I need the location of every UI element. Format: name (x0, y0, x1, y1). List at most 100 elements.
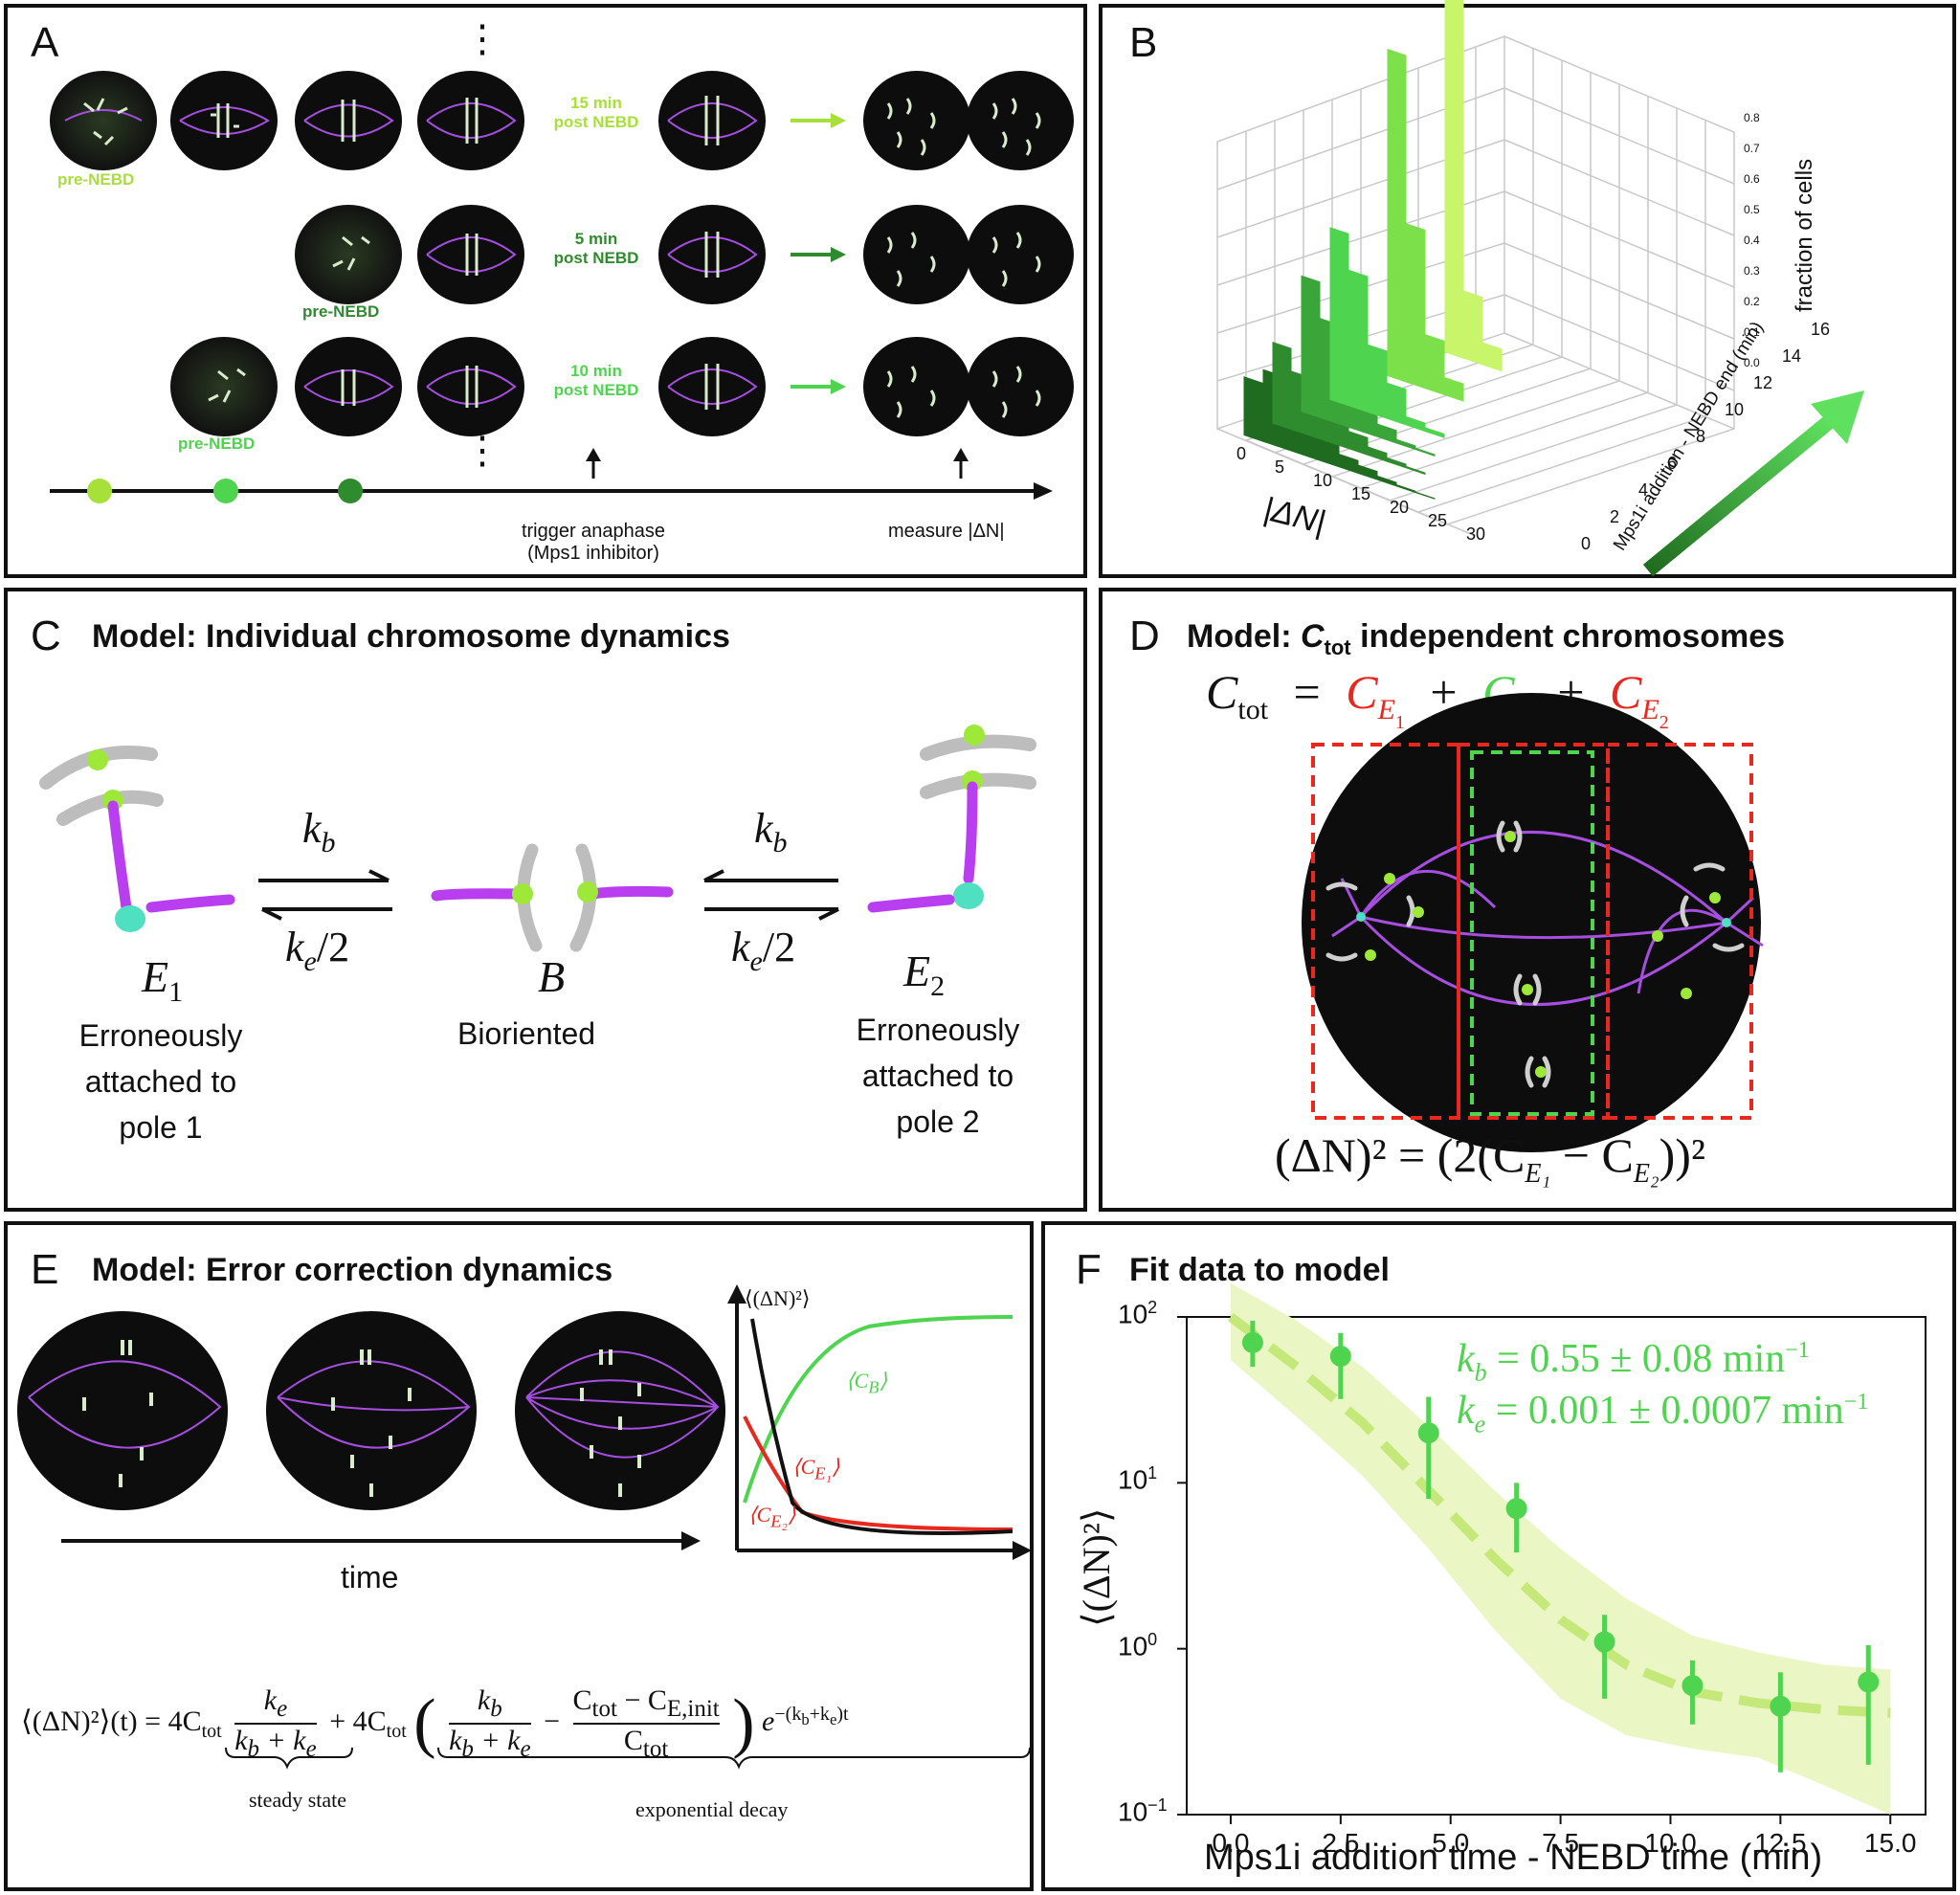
z-tick-label: 0.1 (1744, 325, 1760, 339)
histogram-bar (1406, 416, 1426, 433)
histogram-bar (1425, 427, 1445, 438)
dn-eq-part-1: (ΔN)² = (2(C (1275, 1128, 1526, 1182)
state-e1-description: Erroneously attached to pole 1 (46, 1013, 276, 1150)
z-tick-label: 0.0 (1744, 356, 1760, 369)
kb-value: = 0.55 ± 0.08 min (1486, 1337, 1786, 1381)
data-point (1241, 1331, 1263, 1353)
dn-eq-sub-b: E₂ (1633, 1159, 1659, 1189)
state-b-description: Bioriented (457, 1016, 596, 1051)
exponential-decay-label: exponential decay (635, 1797, 789, 1821)
f-x-axis-label: Mps1i addition time - NEBD time (min) (1204, 1838, 1823, 1878)
e2-desc-line-1: Erroneously (856, 1013, 1020, 1047)
state-b-symbol: B (538, 952, 566, 1001)
x-tick-label: 5 (1275, 457, 1285, 477)
kb-annotation: kb = 0.55 ± 0.08 min−1 (1457, 1336, 1810, 1387)
x-tick-label: 15.0 (1863, 1828, 1917, 1858)
e1-desc-line-2: attached to (84, 1064, 237, 1099)
fit-chart (1177, 1282, 1927, 1824)
x-tick-label: 25 (1428, 511, 1448, 530)
eq-e-lhs: ⟨(ΔN)²⟩(t) = 4C (21, 1705, 202, 1737)
error-correction-illustration (17, 1284, 1032, 1770)
panel-f-label: F (1076, 1246, 1102, 1293)
kb-right-sub: b (772, 826, 788, 858)
panel-f-title: Fit data to model (1129, 1252, 1390, 1288)
measure-label: measure |ΔN| (888, 521, 1005, 542)
histogram-bar (1444, 0, 1464, 359)
histogram-bar (1348, 269, 1369, 413)
cb-label-sub: B (868, 1377, 880, 1397)
panel-c-label: C (31, 613, 61, 659)
row-1-time-value: 15 min (570, 94, 622, 112)
x-tick-label: 12.5 (1754, 1828, 1807, 1858)
state-e2-symbol: E2 (903, 946, 945, 1003)
panel-f: F Fit data to model kb = 0.55 ± 0.08 min… (1041, 1221, 1956, 1891)
histogram-bar (1377, 423, 1397, 444)
ke-left-suffix: /2 (316, 924, 350, 970)
spindle-cell-diagram (1302, 693, 1764, 1152)
panel-a-label: A (31, 19, 59, 66)
vertical-ellipsis-top: ⋮ (463, 18, 501, 60)
ke-left-sub: e (303, 945, 317, 977)
chromosome-marks (83, 96, 1041, 418)
state-diagram (39, 725, 1036, 952)
eq-lhs-sub: tot (1237, 694, 1269, 725)
steady-state-brace (225, 1747, 353, 1770)
y-tick-label: 10−1 (1118, 1795, 1168, 1827)
histogram-bar (1368, 446, 1388, 462)
panel-e-label: E (31, 1246, 59, 1293)
fit-curve (1227, 1313, 1891, 1718)
histogram-bar (1358, 464, 1378, 480)
x-tick-label: 15 (1351, 484, 1371, 503)
histogram-bar (1415, 447, 1436, 457)
e2-box (1606, 743, 1753, 1120)
histogram-bar (1415, 491, 1436, 500)
curve-e1-label: ⟨CE₁⟩ (792, 1455, 840, 1483)
x-tick-label: 5.0 (1432, 1828, 1470, 1858)
term3-sub: E (1641, 694, 1659, 725)
x-tick-label: 0 (1236, 444, 1247, 463)
row-3-time-value: 10 min (570, 362, 622, 380)
y-tick-label: 100 (1118, 1629, 1158, 1661)
panel-d-label: D (1129, 613, 1160, 659)
histogram-bars (1243, 0, 1503, 500)
panel-e-title: Model: Error correction dynamics (92, 1252, 613, 1288)
data-point (1593, 1631, 1615, 1653)
b-box (1470, 750, 1594, 1116)
e2-desc-line-3: pole 2 (896, 1104, 980, 1139)
curve-total-label: ⟨(ΔN)²⟩ (745, 1286, 811, 1310)
histogram-bar (1482, 342, 1503, 372)
rate-ke-left: ke/2 (285, 923, 349, 978)
timeline-dot-3 (338, 479, 363, 503)
timeline-dot-1 (87, 479, 112, 503)
e1-box (1311, 743, 1460, 1120)
y-tick-label: 16 (1811, 320, 1831, 339)
row-arrows (791, 113, 846, 394)
cb-label: ⟨C (846, 1369, 869, 1393)
y-tick-label: 0 (1581, 534, 1592, 553)
time-arrow (61, 1531, 701, 1550)
z-tick-label: 0.4 (1744, 234, 1760, 247)
histogram-bar (1301, 275, 1321, 418)
f-y-axis-label: ⟨(ΔN)²⟩ (1075, 1507, 1118, 1627)
histogram-bar (1444, 377, 1464, 402)
histogram-bar (1272, 342, 1292, 431)
data-point (1858, 1671, 1880, 1693)
steady-state-label: steady state (249, 1788, 347, 1812)
data-point (1505, 1498, 1527, 1520)
histogram-bar (1463, 290, 1483, 366)
histogram-bar (1396, 484, 1416, 494)
data-points (1241, 1320, 1880, 1772)
e2-sub: 2 (930, 970, 946, 1003)
term1-sub: E (1377, 694, 1395, 725)
kb-left-sub: b (321, 826, 336, 858)
x-tick-label: 2.5 (1322, 1828, 1360, 1858)
ke-annotation: ke = 0.001 ± 0.0007 min−1 (1457, 1388, 1868, 1438)
spindle-lines (64, 102, 758, 405)
x-tick-label: 10.0 (1644, 1828, 1697, 1858)
ce2-label-sub: E₂ (770, 1511, 788, 1531)
kb-k: k (1457, 1337, 1475, 1381)
row-3-time-post: post NEBD (553, 381, 639, 399)
dynamics-plot (727, 1284, 1032, 1560)
histogram-bar (1387, 457, 1407, 469)
